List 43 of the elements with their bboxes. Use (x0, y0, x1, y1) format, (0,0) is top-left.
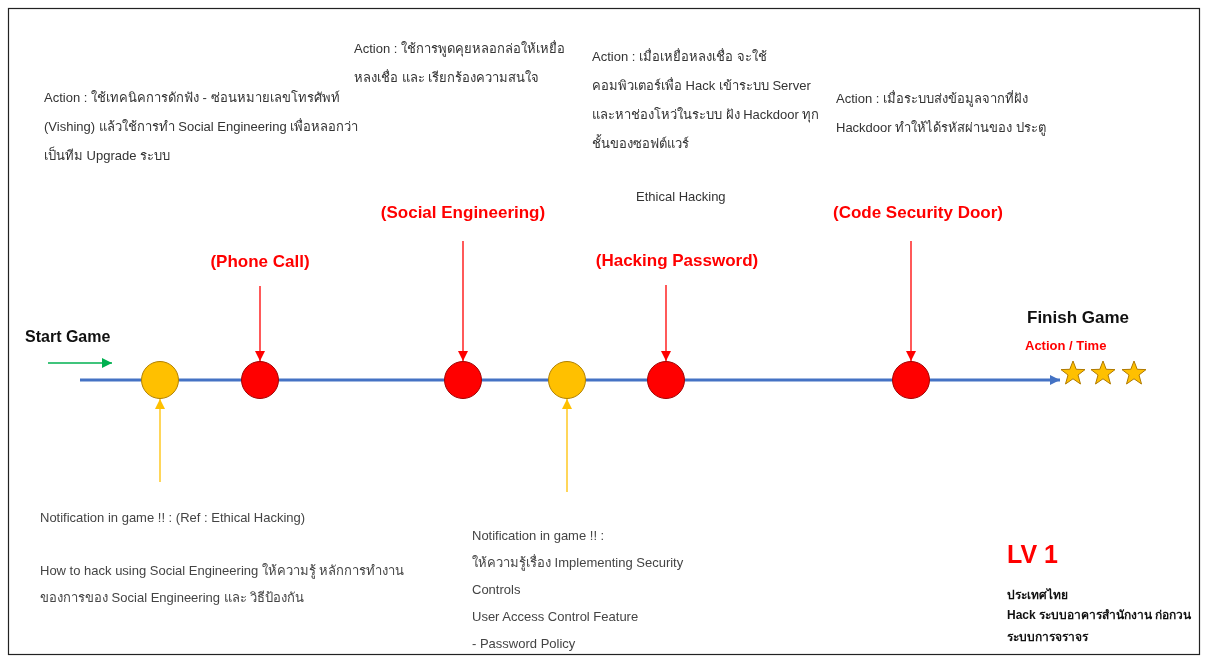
note-text: User Access Control Feature (472, 608, 640, 626)
timeline-line (586, 378, 647, 382)
timeline-line (80, 378, 141, 382)
timeline-dot (241, 361, 279, 399)
start-label: Start Game (25, 328, 111, 346)
action-text: Action : เมื่อระบบส่งข้อมูลจากที่ฝัง Hackdoor ทำให้ได้รหัสผ่านของ ประตู (836, 89, 1047, 138)
arrow (661, 284, 671, 362)
mission-text: Hack ระบบอาคารสำนักงาน ก่อกวนระบบการจราจร (1007, 607, 1193, 646)
timeline-line (179, 378, 241, 382)
level-label: LV 1 (1007, 540, 1058, 569)
note-text: Notification in game !! : (Ref : Ethical Hacking) (40, 509, 307, 527)
timeline-dot (141, 361, 179, 399)
star-icon (1090, 360, 1116, 385)
axis-label: Action / Time (1025, 338, 1107, 353)
finish-label: Finish Game (1027, 308, 1130, 328)
star-icon (1121, 360, 1147, 385)
arrow (458, 240, 468, 362)
action-text: Action : ใช้เทคนิคการดักฟัง - ซ่อนหมายเลขโทรศัพท์ (Vishing) แล้วใช้การทำ Social Engineering เพื่อหลอกว่าเป็นทีม Upgrade ระบบ (44, 89, 360, 165)
event-title: (Hacking Password) (557, 251, 797, 285)
arrow (906, 240, 916, 362)
arrow (255, 285, 265, 362)
note-text: How to hack using Social Engineering ให้ความรู้ หลักการทำงานของการของ Social Engineering และ วิธีป้องกัน (40, 562, 406, 607)
timeline-line (685, 378, 892, 382)
reference-text: Ethical Hacking (636, 188, 726, 206)
arrow (155, 398, 165, 483)
timeline-dot (444, 361, 482, 399)
note-text: ให้ความรู้เรื่อง Implementing Security Controls (472, 553, 685, 599)
arrow (562, 398, 572, 493)
event-title: (Social Engineering) (343, 203, 583, 241)
timeline-dot (647, 361, 685, 399)
timeline-line (279, 378, 444, 382)
note-text: Notification in game !! : (472, 527, 606, 545)
timeline-dot (892, 361, 930, 399)
event-title: (Code Security Door) (798, 203, 1038, 241)
timeline-line (482, 378, 548, 382)
event-title: (Phone Call) (140, 252, 380, 286)
arrow (930, 375, 1060, 385)
star-icon (1060, 360, 1086, 385)
action-text: Action : เมื่อเหยื่อหลงเชื่อ จะใช้คอมพิวเตอร์เพื่อ Hack เข้าระบบ Server และหาช่องโหว่ในระบบ ฝัง Hackdoor ทุกชั้นของซอฟต์แวร์ (592, 47, 821, 153)
country-label: ประเทศไทย (1007, 587, 1068, 604)
note-text: - Password Policy (472, 635, 577, 653)
action-text: Action : ใช้การพูดคุยหลอกล่อให้เหยื่อหลงเชื่อ และ เรียกร้องความสนใจ (354, 39, 566, 87)
timeline-dot (548, 361, 586, 399)
